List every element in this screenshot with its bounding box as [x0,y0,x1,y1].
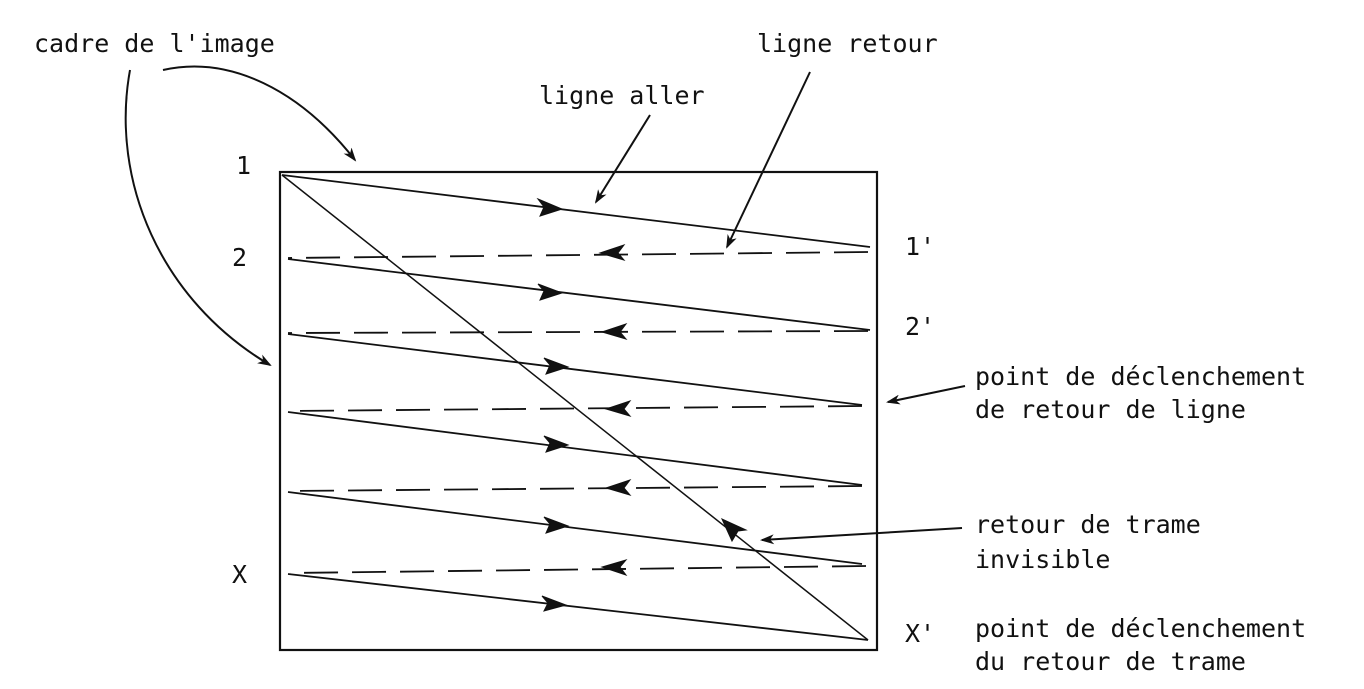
line-number-1: 1 [236,151,251,180]
forward-arrowhead [543,516,570,534]
pointer-cadre-to-top [162,65,357,162]
return-arrowhead [604,400,632,417]
line-number-2: 2 [232,243,247,272]
forward-arrowhead [543,435,570,453]
pointer-cadre-to-left [124,69,272,367]
image-frame [278,170,879,652]
line-end-1-prime: 1' [905,232,935,261]
label-cadre-de-l-image: cadre de l'image [34,29,275,58]
forward-arrowhead [543,357,570,375]
label-ligne-aller: ligne aller [539,81,705,110]
forward-arrowhead [537,283,564,301]
return-arrowhead [600,559,628,576]
return-line-5 [289,565,867,574]
label-retour-trame-line1: retour de trame [975,510,1201,539]
return-line-4 [289,485,863,492]
line-number-x: X [232,560,247,589]
forward-line-1 [281,174,871,248]
forward-line-6 [287,573,869,641]
pointer-declenchement-ligne [886,385,966,405]
return-arrowhead [598,244,626,261]
label-declenchement-trame-line1: point de déclenchement [975,614,1306,643]
label-ligne-retour: ligne retour [757,29,938,58]
pointer-ligne-aller [594,114,651,204]
forward-arrowhead [541,595,568,612]
line-end-2-prime: 2' [905,312,935,341]
return-line-1 [287,251,869,259]
pointer-ligne-retour [726,71,811,249]
return-lines [287,251,869,574]
forward-line-3 [287,333,863,406]
label-retour-trame-line2: invisible [975,545,1110,574]
forward-line-2 [287,258,871,331]
pointer-retour-trame [760,527,963,545]
forward-line-4 [287,411,863,486]
return-direction-arrows [598,244,632,576]
frame-return-diagonal [281,174,869,641]
label-declenchement-trame-line2: du retour de trame [975,647,1246,676]
frame-return-arrowhead [720,517,748,543]
forward-direction-arrows [536,197,570,612]
annotation-pointers [124,65,966,545]
return-arrowhead [600,323,628,340]
return-line-2 [287,330,869,334]
forward-line-5 [287,491,863,565]
line-end-x-prime: X' [905,619,935,648]
label-declenchement-ligne-line1: point de déclenchement [975,362,1306,391]
forward-scan-lines [281,174,871,641]
return-arrowhead [604,479,632,496]
label-declenchement-ligne-line2: de retour de ligne [975,395,1246,424]
forward-arrowhead [536,197,564,217]
